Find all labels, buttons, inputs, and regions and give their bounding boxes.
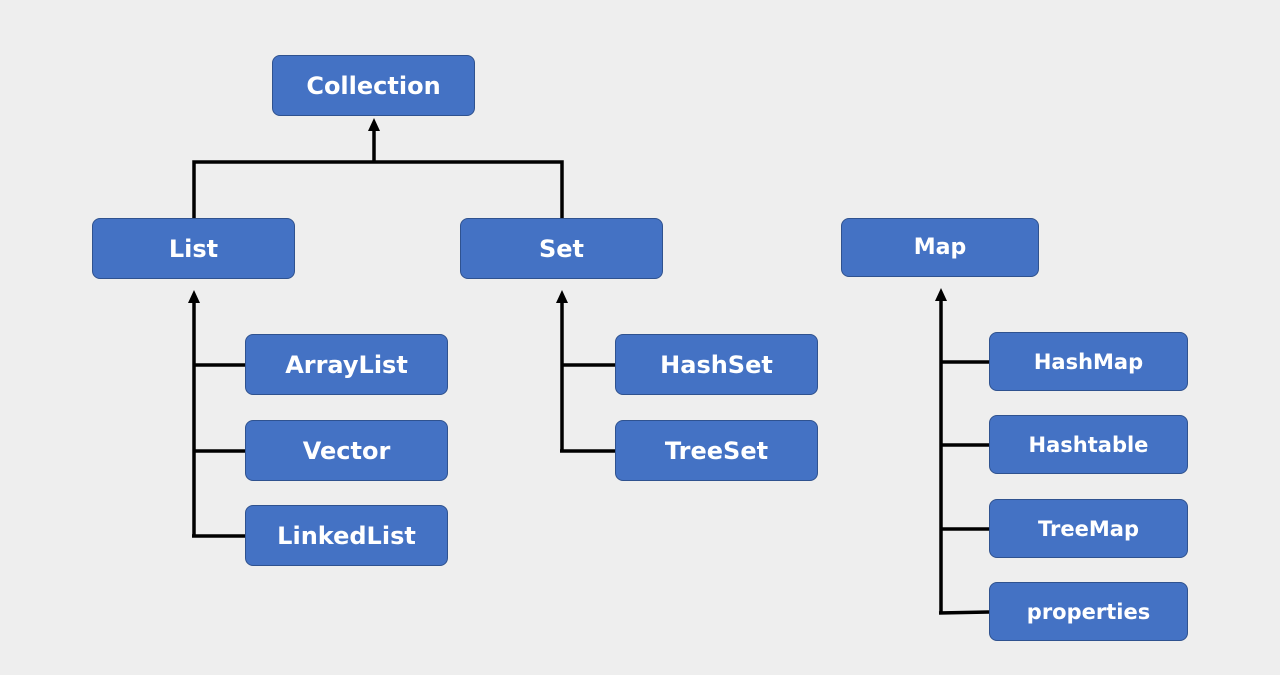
arrowhead-set	[556, 290, 568, 303]
hashmap-node: HashMap	[989, 332, 1188, 391]
vector-node: Vector	[245, 420, 448, 481]
properties-node: properties	[989, 582, 1188, 641]
connector-properties-to-map	[938, 610, 990, 615]
connector-set-to-collection	[374, 160, 564, 218]
arraylist-node: ArrayList	[245, 334, 448, 395]
treeset-node: TreeSet	[615, 420, 818, 481]
connector-list-to-collection	[192, 160, 374, 218]
arrowhead-collection	[368, 118, 380, 131]
hashtable-node: Hashtable	[989, 415, 1188, 474]
linkedlist-node: LinkedList	[245, 505, 448, 566]
hashset-node: HashSet	[615, 334, 818, 395]
list-node: List	[92, 218, 295, 279]
set-node: Set	[460, 218, 663, 279]
arrowhead-map	[935, 288, 947, 301]
collection-node: Collection	[272, 55, 475, 116]
treemap-node: TreeMap	[989, 499, 1188, 558]
map-node: Map	[841, 218, 1039, 277]
arrowhead-list	[188, 290, 200, 303]
